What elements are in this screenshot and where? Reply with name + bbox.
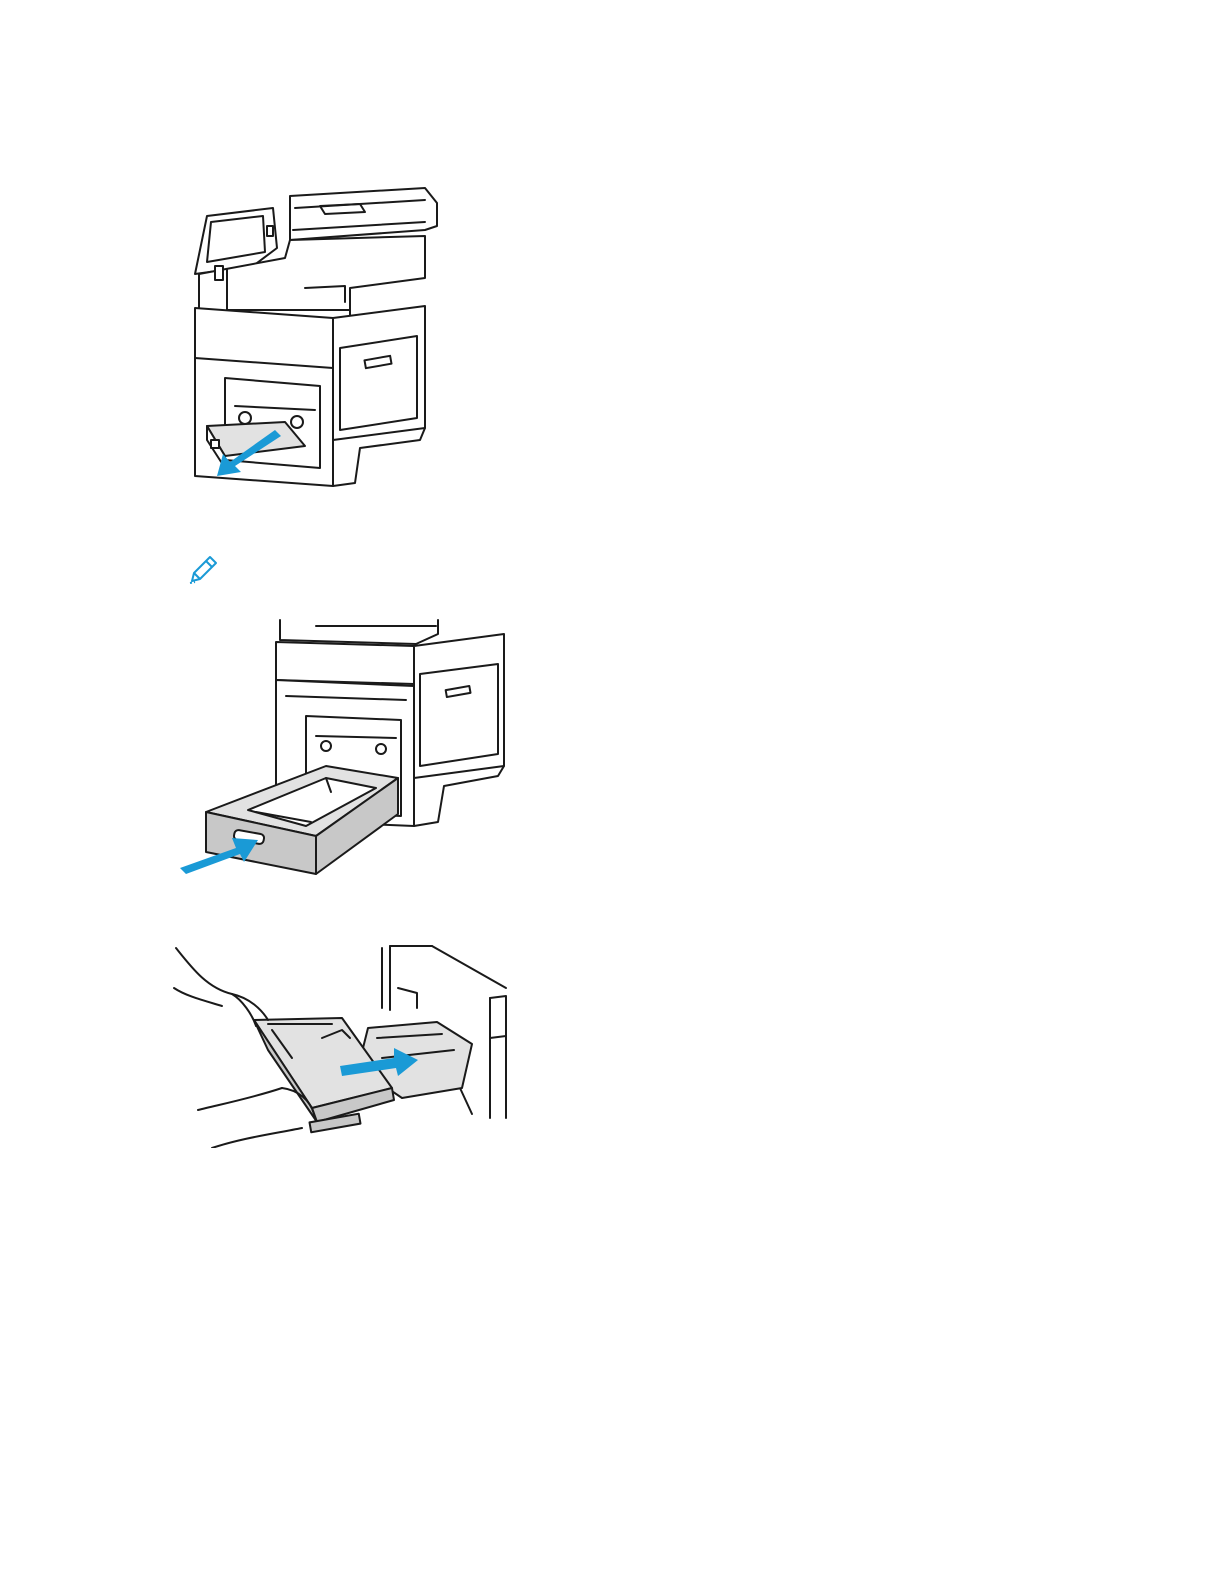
- tray-insert-illustration: [176, 616, 510, 878]
- tray-hands-illustration: [172, 938, 508, 1148]
- pencil-note-icon: [186, 553, 220, 587]
- printer-illustration: [185, 178, 450, 498]
